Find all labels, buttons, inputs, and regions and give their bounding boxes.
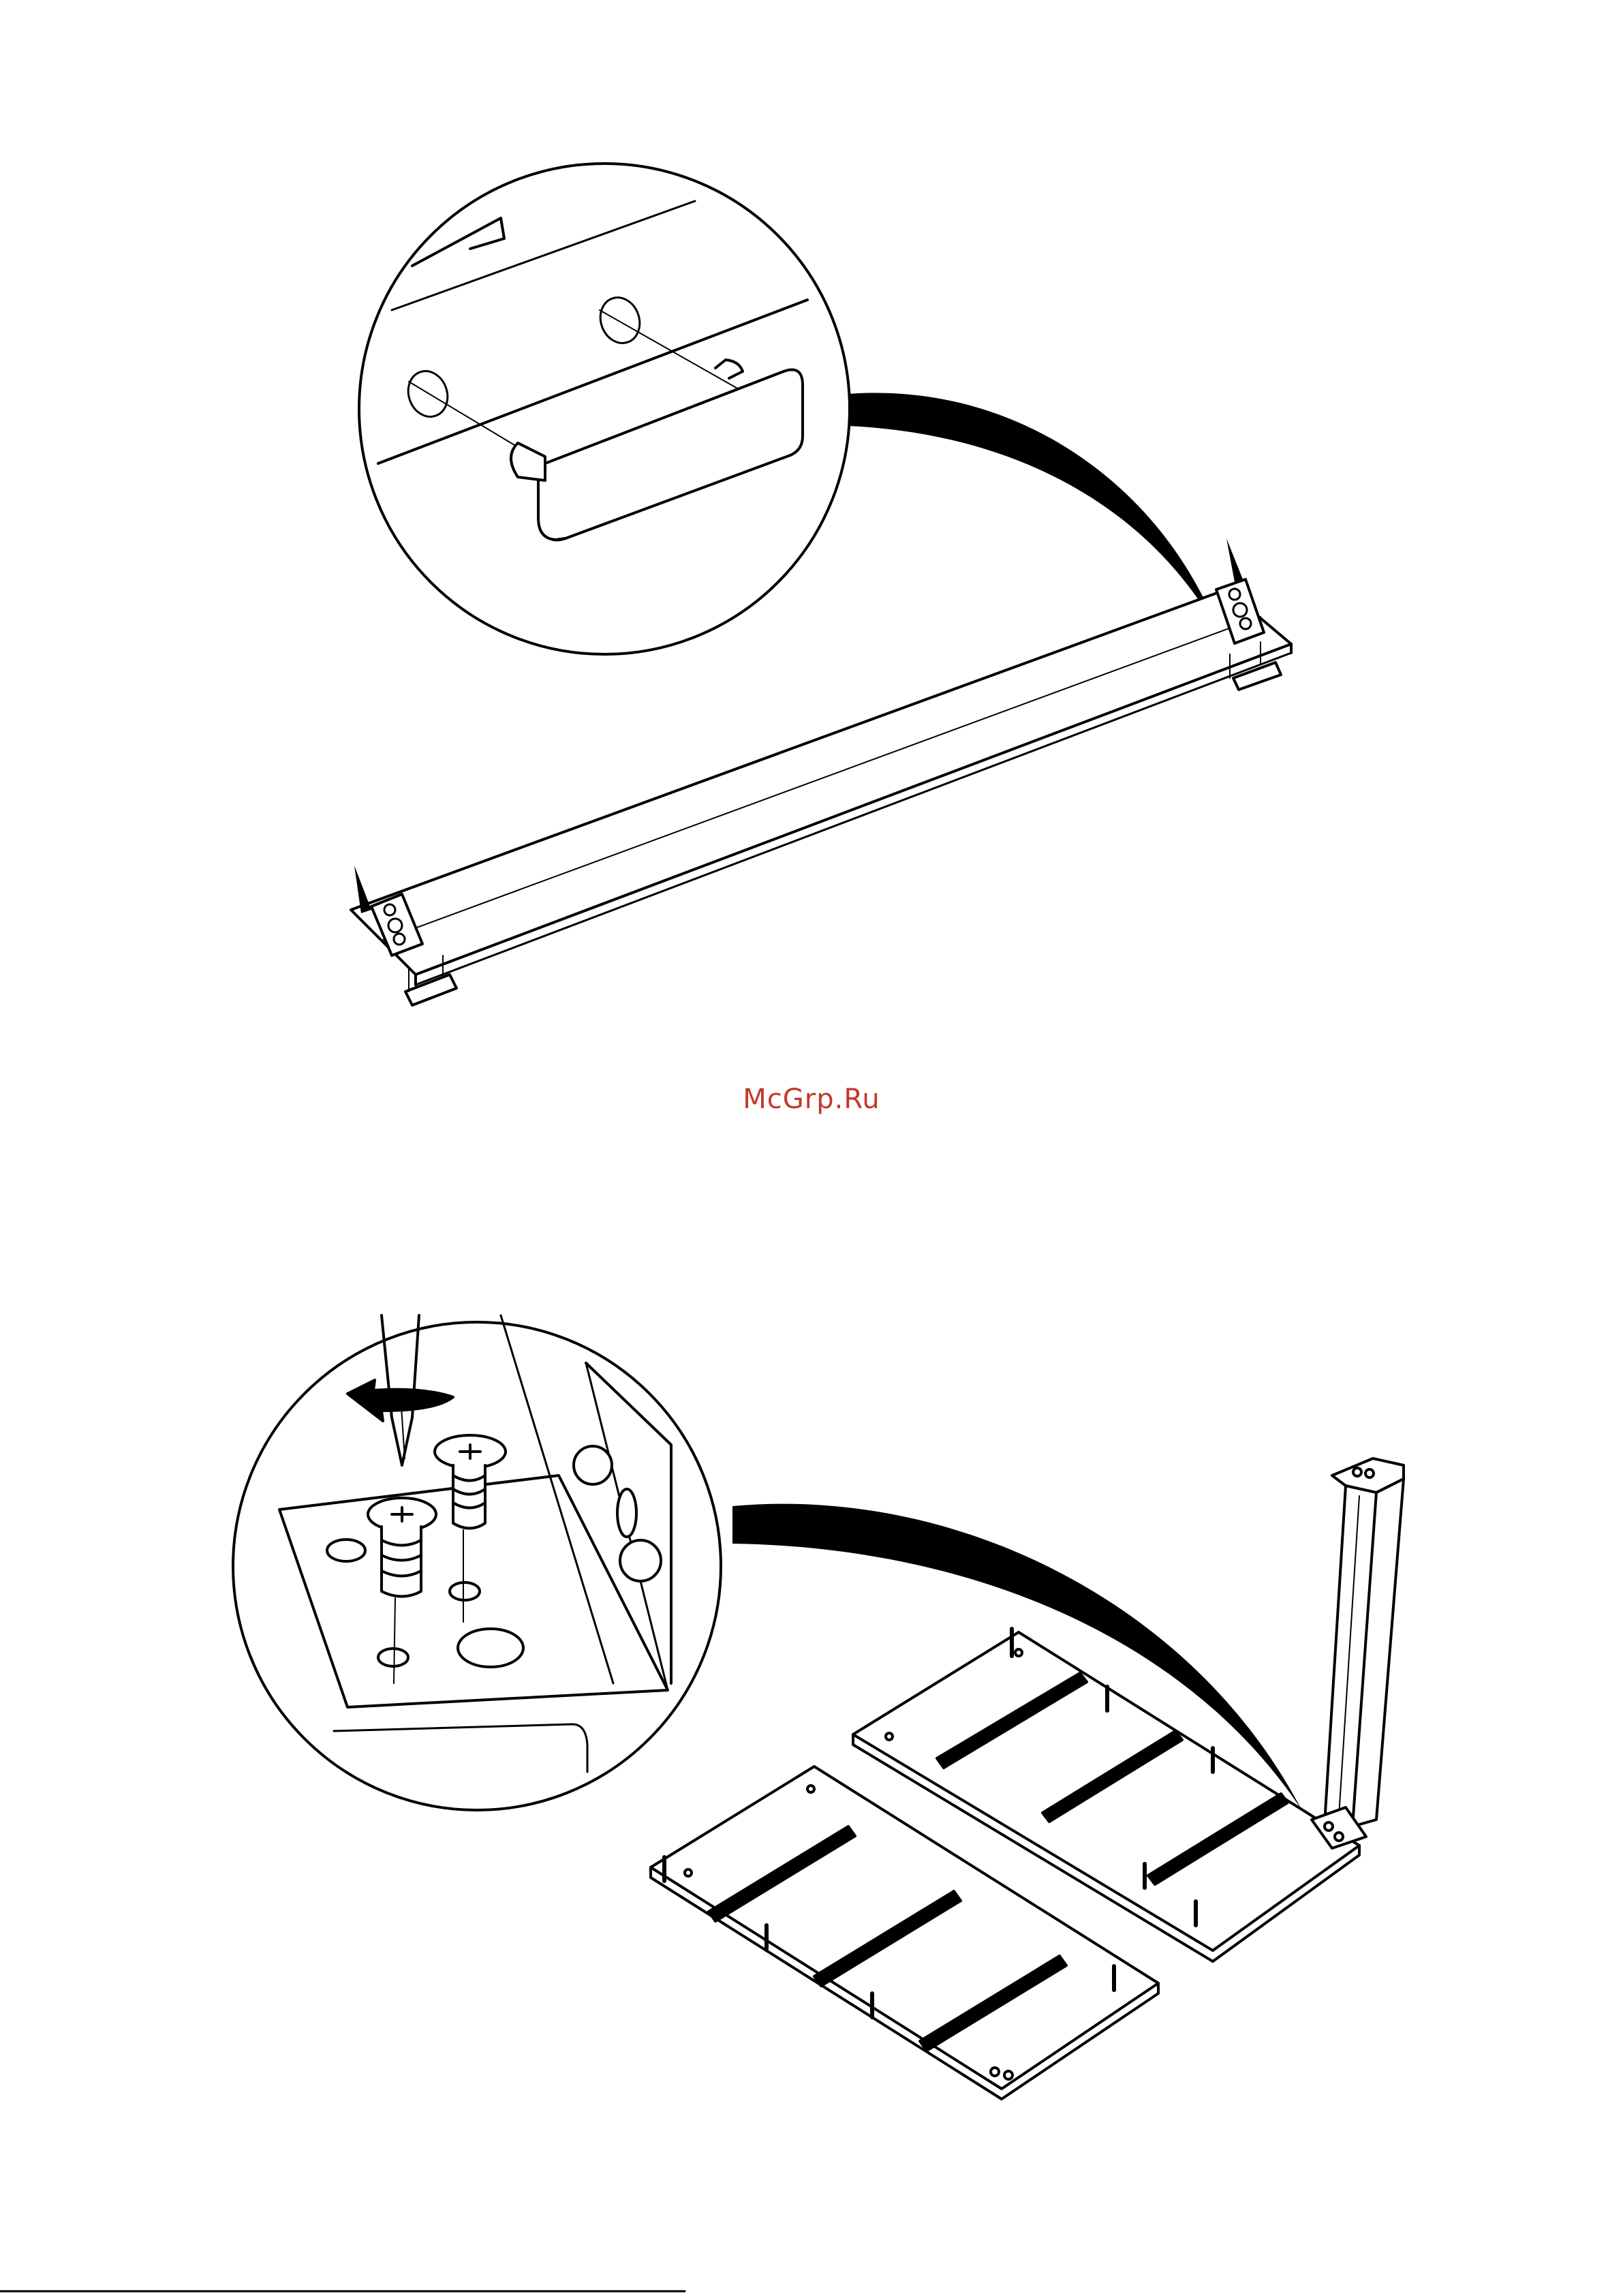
watermark-box: McGrp.Ru xyxy=(0,1084,1623,1131)
rail-icon xyxy=(351,590,1291,985)
watermark-text: McGrp.Ru xyxy=(743,1084,880,1115)
magnifier-pointer xyxy=(848,393,1220,634)
figure-panels xyxy=(233,1315,1404,2099)
figure-rail xyxy=(351,164,1291,1005)
post-icon xyxy=(1312,1458,1404,1848)
